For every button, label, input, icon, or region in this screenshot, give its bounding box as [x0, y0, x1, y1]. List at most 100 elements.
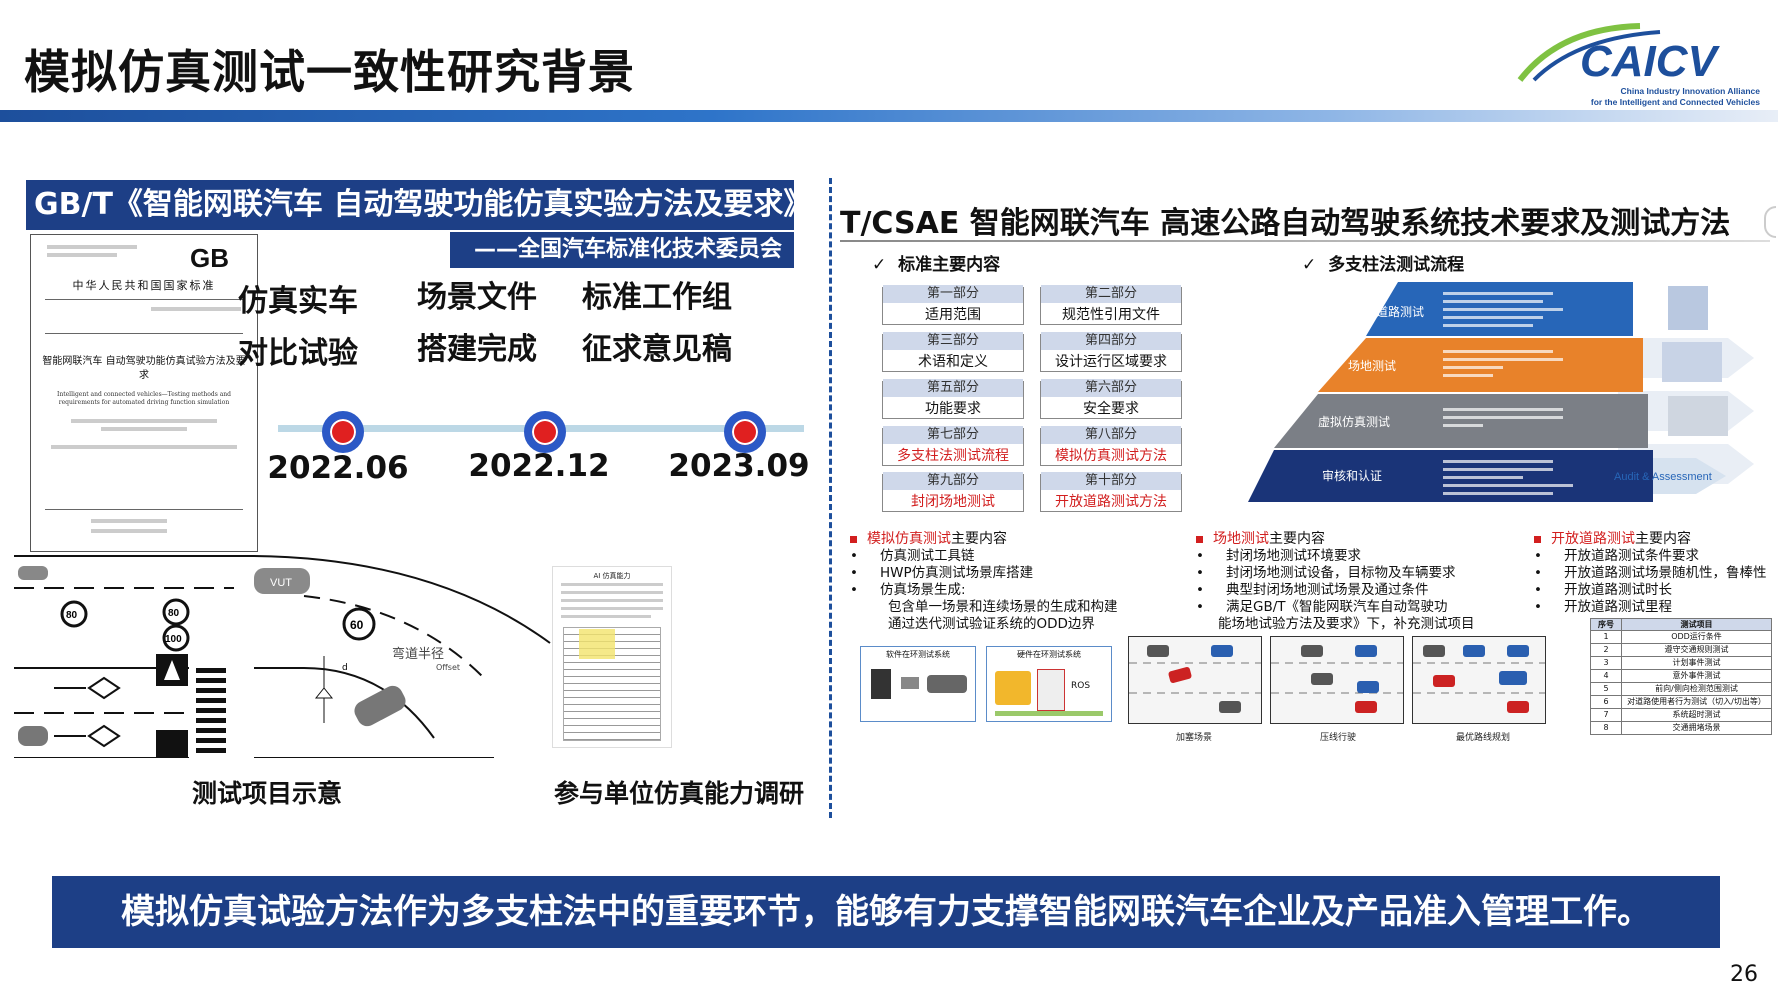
scene-cut-in	[1128, 636, 1262, 724]
pyramid-road-test: 道路测试	[1376, 304, 1424, 319]
scene-label-3: 最优路线规划	[1456, 733, 1511, 743]
timeline-label-2b: 搭建完成	[417, 332, 537, 367]
part-8-text: 模拟仿真测试方法	[1055, 448, 1167, 464]
gb-standard-banner: GB/T《智能网联汽车 自动驾驶功能仿真实验方法及要求》	[26, 180, 813, 230]
timeline-label-3a: 标准工作组	[582, 280, 732, 315]
speed-sign-1: 80	[66, 610, 78, 621]
open-road-item-2: •开放道路测试场景随机性，鲁棒性	[1534, 565, 1767, 581]
field-test-item-1: •封闭场地测试环境要求	[1196, 548, 1361, 564]
hil-system-label: 硬件在环测试系统	[1017, 650, 1081, 659]
open-road-heading-red: 开放道路测试	[1551, 531, 1635, 547]
part-9-num: 第九部分	[883, 472, 1023, 490]
part-1-text: 适用范围	[925, 307, 981, 323]
pyramid-audit: 审核和认证	[1322, 468, 1382, 483]
table-row: 6 对道路使用者行为测试（切入/切出等）	[1590, 696, 1772, 709]
part-1-num: 第一部分	[883, 285, 1023, 303]
survey-title: AI 仿真能力	[593, 572, 631, 580]
timeline-label-3: 标准工作组 征求意见稿	[562, 272, 752, 376]
timeline-label-3b: 征求意见稿	[582, 332, 732, 367]
section-multi-pillar-label: 多支柱法测试流程	[1328, 255, 1465, 275]
table-cell-item: 系统超时测试	[1672, 710, 1721, 719]
table-cell-no: 2	[1591, 644, 1622, 656]
table-cell-item: 意外事件测试	[1672, 671, 1721, 680]
scene-route-planning	[1412, 636, 1546, 724]
table-header-no: 序号	[1591, 619, 1622, 630]
table-cell-no: 3	[1591, 657, 1622, 669]
speed-sign-4: 60	[350, 618, 364, 632]
field-test-item-5: 能场地试验方法及要求》下，补充测试项目	[1218, 616, 1475, 632]
open-road-item-3: •开放道路测试时长	[1534, 582, 1672, 598]
doc-nation-heading: 中华人民共和国国家标准	[72, 279, 216, 292]
open-road-heading: 开放道路测试主要内容	[1534, 528, 1778, 548]
part-3: 第三部分术语和定义	[882, 332, 1024, 372]
timeline-marker-1	[322, 411, 364, 453]
table-cell-item: 前向/侧向检测范围测试	[1655, 684, 1738, 693]
page-title: 模拟仿真测试一致性研究背景	[24, 45, 635, 99]
table-cell-no: 8	[1591, 722, 1622, 734]
sim-test-heading: 模拟仿真测试主要内容	[850, 528, 1180, 548]
hil-system-box: 硬件在环测试系统 ROS	[986, 646, 1112, 722]
table-cell-no: 7	[1591, 709, 1622, 721]
part-9-text: 封闭场地测试	[911, 494, 995, 510]
scene-cut-in-diagram	[1129, 645, 1261, 713]
timeline-date-1: 2022.06	[267, 450, 409, 486]
speed-sign-2: 80	[168, 608, 180, 619]
section-main-content: ✓ 标准主要内容	[872, 255, 1001, 275]
open-road-item-1: •开放道路测试条件要求	[1534, 548, 1699, 564]
scene-route-planning-diagram	[1413, 645, 1545, 713]
field-test-heading-red: 场地测试	[1213, 531, 1269, 547]
sim-test-item-1: •仿真测试工具链	[850, 548, 975, 564]
part-10: 第十部分开放道路测试方法	[1040, 472, 1182, 512]
scroll-indicator	[1764, 206, 1776, 238]
field-test-heading: 场地测试主要内容	[1196, 528, 1536, 548]
doc-name: 智能网联汽车 自动驾驶功能仿真试验方法及要求	[42, 356, 246, 381]
part-7: 第七部分多支柱法测试流程	[882, 426, 1024, 466]
scene-lane-straddle-diagram	[1271, 645, 1403, 713]
part-4-text: 设计运行区域要求	[1055, 354, 1167, 370]
gb-document-thumbnail: GB 中华人民共和国国家标准 智能网联汽车 自动驾驶功能仿真试验方法及要求 In…	[30, 234, 258, 552]
open-road-item-4: •开放道路测试里程	[1534, 599, 1672, 615]
caption-test-items: 测试项目示意	[192, 779, 343, 808]
audit-assessment-label: Audit & Assessment	[1614, 471, 1712, 483]
caption-survey: 参与单位仿真能力调研	[554, 779, 805, 808]
part-7-text: 多支柱法测试流程	[897, 448, 1009, 464]
table-header: 序号 测试项目	[1590, 618, 1772, 631]
part-9: 第九部分封闭场地测试	[882, 472, 1024, 512]
table-cell-item: 对道路使用者行为测试（切入/切出等）	[1627, 697, 1766, 706]
timeline-label-2: 场景文件 搭建完成	[382, 272, 572, 376]
sim-test-item-5: 通过迭代测试验证系统的ODD边界	[888, 616, 1095, 632]
table-cell-no: 6	[1591, 696, 1622, 708]
logo-text: CAICV	[1580, 37, 1721, 86]
part-8-num: 第八部分	[1041, 426, 1181, 444]
timeline-label-1b: 对比试验	[238, 336, 358, 371]
table-cell-no: 1	[1591, 631, 1622, 643]
sil-system-box: 软件在环测试系统	[860, 646, 976, 722]
table-row: 7 系统超时测试	[1590, 709, 1772, 722]
timeline-date-2: 2022.12	[468, 448, 610, 484]
sim-test-heading-rest: 主要内容	[951, 531, 1007, 547]
test-scenario-illustration: VUT 80 80 100 60 d 弯道半径 Offset	[14, 548, 560, 759]
timeline-marker-2	[524, 411, 566, 453]
field-test-content: 场地测试主要内容 •封闭场地测试环境要求 •封闭场地测试设备，目标物及车辆要求 …	[1196, 528, 1536, 633]
gb-standard-committee: ——全国汽车标准化技术委员会	[450, 232, 794, 268]
pyramid-sim-test: 虚拟仿真测试	[1318, 414, 1390, 429]
timeline-label-2a: 场景文件	[417, 280, 537, 315]
part-2-num: 第二部分	[1041, 285, 1181, 303]
road-diagram: VUT 80 80 100 60 d 弯道半径 Offset	[14, 555, 551, 759]
pyramid-field-test: 场地测试	[1348, 358, 1396, 373]
sim-test-item-4: 包含单一场景和连续场景的生成和构建	[888, 599, 1118, 615]
part-6: 第六部分安全要求	[1040, 379, 1182, 419]
pyramid-diagram: 道路测试 场地测试 虚拟仿真测试 审核和认证 Audit & Assessmen…	[1248, 282, 1754, 502]
part-2-text: 规范性引用文件	[1062, 307, 1160, 323]
sim-test-heading-red: 模拟仿真测试	[867, 531, 951, 547]
part-4-num: 第四部分	[1041, 332, 1181, 350]
scene-label-1: 加塞场景	[1176, 733, 1213, 743]
caicv-logo-mark: CAICV	[1517, 23, 1721, 86]
sim-test-item-3: •仿真场景生成:	[850, 582, 966, 598]
